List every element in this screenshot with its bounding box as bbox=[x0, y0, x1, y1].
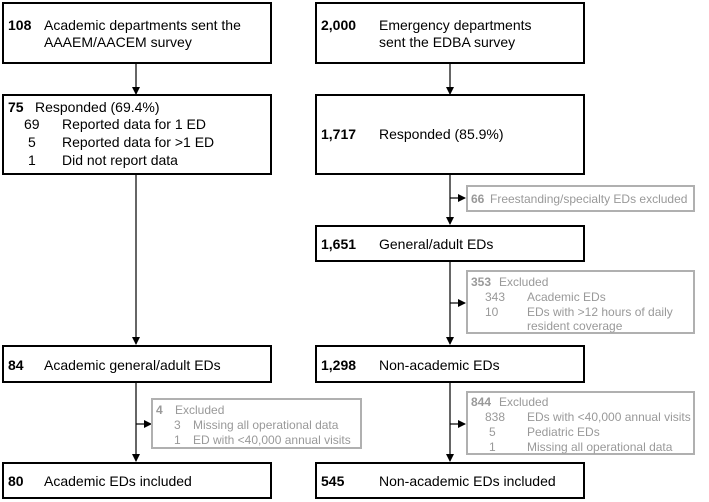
box-non-academic-included: 545 Non-academic EDs included bbox=[315, 462, 585, 499]
row-label: Reported data for >1 ED bbox=[62, 134, 215, 150]
box-ed-responded: 1,717 Responded (85.9%) bbox=[315, 94, 585, 175]
box-non-academic-excluded: 844 Excluded 838 EDs with <40,000 annual… bbox=[466, 391, 695, 455]
row-count: 838 bbox=[485, 410, 506, 424]
label: Academic general/adult EDs bbox=[44, 357, 221, 373]
row-count: 1 bbox=[28, 152, 36, 168]
box-freestanding-excluded: 66 Freestanding/specialty EDs excluded bbox=[466, 185, 695, 212]
count: 1,717 bbox=[321, 126, 357, 142]
label: Emergency departments sent the EDBA surv… bbox=[379, 17, 532, 50]
row-count: 1 bbox=[174, 433, 181, 447]
count: 80 bbox=[8, 473, 24, 489]
count: 1,651 bbox=[321, 236, 357, 252]
label: Academic departments sent the AAAEM/AACE… bbox=[44, 17, 241, 50]
count: 84 bbox=[8, 357, 24, 373]
row-count: 3 bbox=[174, 418, 181, 432]
box-general-adult-eds: 1,651 General/adult EDs bbox=[315, 225, 585, 262]
count: 353 bbox=[471, 275, 492, 289]
label: Excluded bbox=[499, 395, 549, 409]
label: Freestanding/specialty EDs excluded bbox=[490, 192, 688, 206]
box-academic-eds-excluded: 353 Excluded 343 Academic EDs 10 EDs wit… bbox=[466, 270, 695, 334]
row-count: 343 bbox=[485, 290, 506, 304]
box-academic-excluded: 4 Excluded 3 Missing all operational dat… bbox=[151, 398, 362, 449]
row-label: ED with <40,000 annual visits bbox=[193, 433, 351, 447]
count: 4 bbox=[156, 403, 163, 417]
label: Excluded bbox=[175, 403, 225, 417]
label: Responded (85.9%) bbox=[379, 126, 504, 142]
row-label: Pediatric EDs bbox=[527, 425, 600, 439]
count: 844 bbox=[471, 395, 492, 409]
row-count: 5 bbox=[28, 134, 36, 150]
row-count: 5 bbox=[489, 425, 496, 439]
row-label: EDs with <40,000 annual visits bbox=[527, 410, 691, 424]
row-label: Missing all operational data bbox=[527, 440, 673, 454]
label: Excluded bbox=[499, 275, 549, 289]
count: 1,298 bbox=[321, 357, 357, 373]
label: General/adult EDs bbox=[379, 236, 494, 252]
count: 66 bbox=[471, 192, 485, 206]
label: Non-academic EDs bbox=[379, 357, 500, 373]
label: Responded (69.4%) bbox=[35, 99, 160, 115]
row-label: Did not report data bbox=[62, 152, 178, 168]
row-label: Academic EDs bbox=[527, 290, 606, 304]
row-count: 69 bbox=[24, 116, 40, 132]
count: 108 bbox=[8, 17, 32, 33]
row-count: 1 bbox=[489, 440, 496, 454]
box-academic-general-adult: 84 Academic general/adult EDs bbox=[2, 345, 272, 383]
row-label: EDs with >12 hours of daily resident cov… bbox=[527, 305, 673, 333]
count: 75 bbox=[8, 99, 24, 115]
label: Non-academic EDs included bbox=[379, 473, 556, 489]
box-ed-surveyed: 2,000 Emergency departments sent the EDB… bbox=[315, 2, 585, 64]
box-academic-included: 80 Academic EDs included bbox=[2, 462, 272, 499]
count: 545 bbox=[321, 473, 345, 489]
row-label: Missing all operational data bbox=[193, 418, 339, 432]
label: Academic EDs included bbox=[44, 473, 192, 489]
box-academic-responded: 75 Responded (69.4%) 69 Reported data fo… bbox=[2, 94, 272, 175]
row-count: 10 bbox=[485, 305, 499, 319]
box-non-academic-eds: 1,298 Non-academic EDs bbox=[315, 345, 585, 383]
row-label: Reported data for 1 ED bbox=[62, 116, 206, 132]
count: 2,000 bbox=[321, 17, 357, 33]
box-academic-surveyed: 108 Academic departments sent the AAAEM/… bbox=[2, 2, 272, 64]
